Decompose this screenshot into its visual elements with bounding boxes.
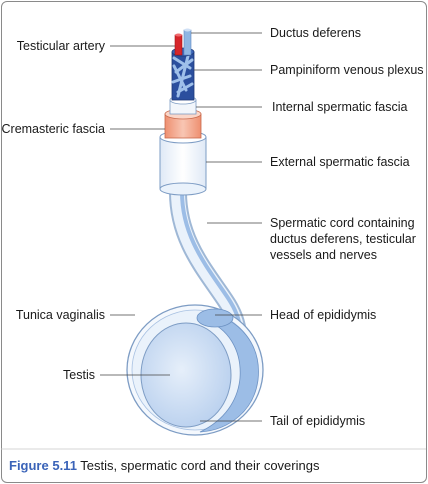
label-spermatic-cord-line3: vessels and nerves: [270, 248, 377, 262]
label-head-epididymis: Head of epididymis: [270, 308, 376, 322]
epididymis-head: [196, 308, 234, 328]
caption-number: Figure 5.11: [9, 458, 77, 473]
figure-caption: Figure 5.11 Testis, spermatic cord and t…: [9, 458, 320, 473]
testicular-artery-vessel: [174, 34, 183, 56]
label-spermatic-cord-line2: ductus deferens, testicular: [270, 232, 416, 246]
external-fascia-cylinder: [159, 130, 207, 196]
label-internal-fascia: Internal spermatic fascia: [272, 100, 408, 114]
label-tunica-vaginalis: Tunica vaginalis: [16, 308, 105, 322]
label-testis: Testis: [63, 368, 95, 382]
label-pampiniform: Pampiniform venous plexus: [270, 63, 424, 77]
label-tail-epididymis: Tail of epididymis: [270, 414, 365, 428]
label-spermatic-cord-line1: Spermatic cord containing: [270, 216, 415, 230]
label-cremasteric: Cremasteric fascia: [2, 122, 106, 136]
epididymis: [199, 311, 259, 433]
label-testicular-artery: Testicular artery: [17, 39, 106, 53]
label-ductus-deferens: Ductus deferens: [270, 26, 361, 40]
caption-text: Testis, spermatic cord and their coverin…: [77, 458, 320, 473]
label-external-fascia: External spermatic fascia: [270, 155, 410, 169]
ductus-deferens-vessel: [183, 29, 192, 56]
pampiniform-plexus: [171, 47, 195, 101]
